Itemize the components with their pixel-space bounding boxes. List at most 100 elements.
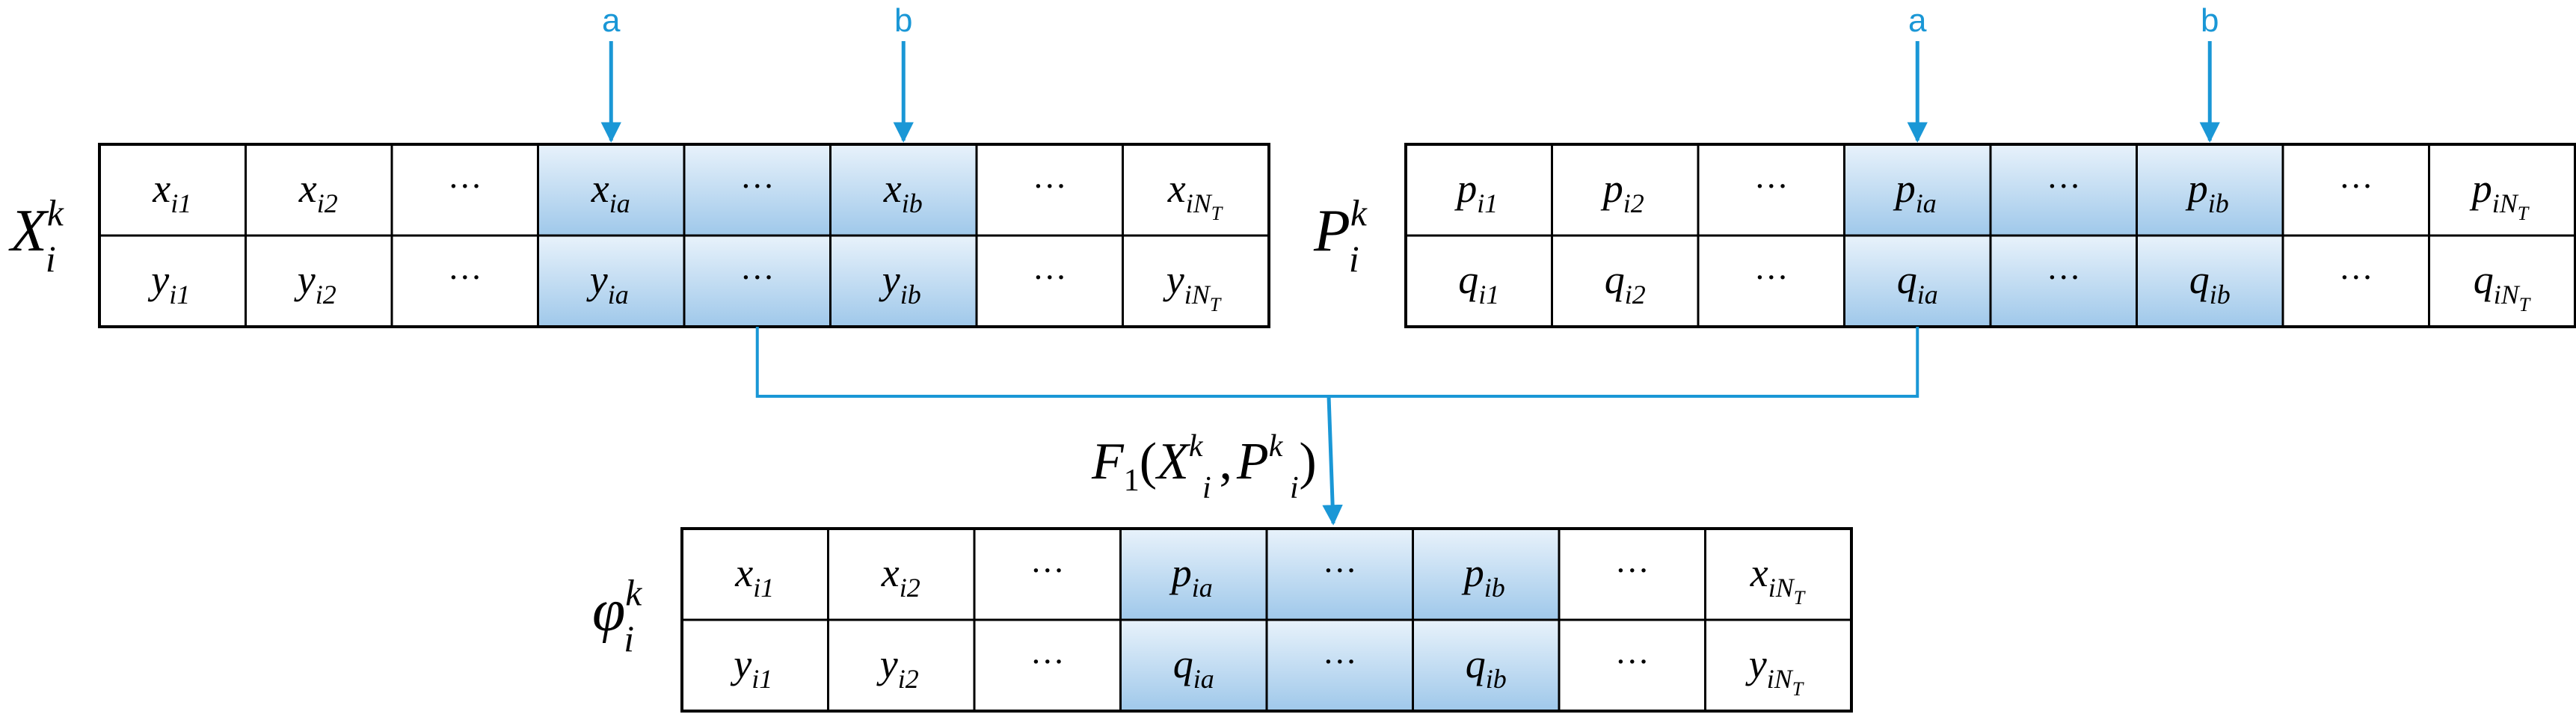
cell-x-r1c2-dots: ··· xyxy=(448,258,482,296)
merge-arrow xyxy=(1322,396,1343,526)
table-cell xyxy=(390,234,539,328)
cell-x-r1c6-dots: ··· xyxy=(1033,258,1067,296)
crossover-connector xyxy=(755,327,1919,526)
table-frame xyxy=(1404,143,2576,328)
cell-p-r1c3-label: qia xyxy=(1897,257,1938,310)
svg-text:i: i xyxy=(1349,239,1359,280)
cell-phi-r1c7-label: yiNT xyxy=(1745,642,1804,700)
cell-phi-r1c0-label: yi1 xyxy=(730,642,772,694)
table-cell xyxy=(1704,618,1853,713)
cell-phi-r0c4-dots: ··· xyxy=(1323,551,1357,589)
cell-p-r1c7-label: qiNT xyxy=(2474,257,2531,316)
cell-p-r0c6-dots: ··· xyxy=(2339,167,2373,205)
table-frame xyxy=(680,527,1853,713)
table-cell xyxy=(98,234,247,328)
cell-x-r0c1-label: xi2 xyxy=(298,166,338,218)
table-cell xyxy=(2428,143,2576,237)
table-cell xyxy=(683,234,831,328)
cell-x-r1c1-label: yi2 xyxy=(294,257,336,310)
table-cell xyxy=(1412,618,1561,713)
table-cell xyxy=(829,143,978,237)
cell-p-r0c3-label: pia xyxy=(1893,166,1937,218)
cell-x-r0c2-dots: ··· xyxy=(448,167,482,205)
cell-p-r1c1-label: qi2 xyxy=(1605,257,1646,310)
pointer-pb: b xyxy=(2199,2,2220,143)
cell-x-r1c5-label: yib xyxy=(879,257,921,310)
table-cell xyxy=(1843,234,1992,328)
cell-phi-r0c1-label: xi2 xyxy=(881,550,920,603)
cell-phi-r1c6-dots: ··· xyxy=(1615,642,1650,680)
table-cell xyxy=(1265,618,1414,713)
cell-phi-r1c3-label: qia xyxy=(1173,642,1214,694)
cell-x-r0c3-label: xia xyxy=(591,166,630,218)
cell-phi-r0c7-label: xiNT xyxy=(1750,550,1806,609)
table-cell xyxy=(245,234,393,328)
table-cell xyxy=(1989,234,2138,328)
cell-p-r0c2-dots: ··· xyxy=(1754,167,1789,205)
function-label: F1(Xk,Pk)i i xyxy=(1091,429,1317,505)
cell-p-r0c5-label: pib xyxy=(2185,166,2229,218)
cell-x-r0c4-dots: ··· xyxy=(740,167,775,205)
pointer-label-xb: b xyxy=(894,2,912,39)
table-cell xyxy=(827,618,976,713)
table-cell xyxy=(2428,234,2576,328)
cell-phi-r0c6-dots: ··· xyxy=(1615,551,1650,589)
table-frame xyxy=(98,143,1270,328)
cell-p-r1c6-dots: ··· xyxy=(2339,258,2373,296)
cell-x-r0c0-label: xi1 xyxy=(152,166,191,218)
cell-x-r0c6-dots: ··· xyxy=(1033,167,1067,205)
pointer-label-pb: b xyxy=(2201,2,2219,39)
cell-phi-r0c3-label: pia xyxy=(1169,550,1213,603)
cell-phi-r1c2-dots: ··· xyxy=(1030,642,1065,680)
cell-p-r1c4-dots: ··· xyxy=(2047,258,2081,296)
cell-p-r0c1-label: pi2 xyxy=(1600,166,1644,218)
cell-x-r0c5-label: xib xyxy=(883,166,923,218)
label-p: Pki xyxy=(1313,192,1368,280)
table-cell xyxy=(973,527,1122,621)
cell-p-r1c0-label: qi1 xyxy=(1458,257,1499,310)
pointer-pa: a xyxy=(1907,2,1928,143)
table-cell xyxy=(975,143,1124,237)
pointer-label-xa: a xyxy=(602,2,621,39)
cell-p-r1c2-dots: ··· xyxy=(1754,258,1789,296)
svg-text:i: i xyxy=(624,618,634,659)
pointer-label-pa: a xyxy=(1908,2,1927,39)
table-cell xyxy=(98,143,247,237)
pointer-xa: a xyxy=(600,2,621,143)
table-cell xyxy=(1122,234,1270,328)
cell-phi-r0c0-label: xi1 xyxy=(734,550,774,603)
cell-p-r1c5-label: qib xyxy=(2189,257,2231,310)
cell-phi-r0c5-label: pib xyxy=(1461,550,1505,603)
cell-p-r0c0-label: pi1 xyxy=(1454,166,1498,218)
cell-x-r1c4-dots: ··· xyxy=(740,258,775,296)
svg-text:F1(Xk,Pk): F1(Xk,Pk) xyxy=(1091,429,1317,498)
table-cell xyxy=(2136,234,2284,328)
table-cell xyxy=(975,234,1124,328)
cell-p-r0c7-label: piNT xyxy=(2469,166,2530,224)
table-cell xyxy=(1558,618,1706,713)
svg-text:φk: φk xyxy=(592,572,642,644)
label-phi: φki xyxy=(592,572,642,659)
label-x: Xki xyxy=(8,192,64,280)
cell-phi-r1c5-label: qib xyxy=(1466,642,1507,694)
table-cell xyxy=(827,527,976,621)
cell-x-r0c7-label: xiNT xyxy=(1167,166,1223,224)
cell-x-r1c3-label: yia xyxy=(586,257,629,310)
cell-p-r0c4-dots: ··· xyxy=(2047,167,2081,205)
cell-phi-r1c4-dots: ··· xyxy=(1323,642,1357,680)
cell-phi-r0c2-dots: ··· xyxy=(1030,551,1065,589)
svg-text:i: i xyxy=(1290,471,1299,505)
cell-x-r1c7-label: yiNT xyxy=(1163,257,1222,316)
table-cell xyxy=(1119,527,1268,621)
table-p: pi1 pi2 ··· pia ··· pib ··· piNT qi1 qi2 ··· qia ···… xyxy=(1404,143,2576,328)
table-cell xyxy=(1122,143,1270,237)
svg-text:Xk: Xk xyxy=(8,192,64,264)
cell-x-r1c0-label: yi1 xyxy=(147,257,190,310)
svg-text:Pk: Pk xyxy=(1313,192,1368,264)
pointer-xb: b xyxy=(893,2,914,143)
table-cell xyxy=(1119,618,1268,713)
svg-text:i: i xyxy=(1202,471,1211,505)
svg-text:i: i xyxy=(46,239,56,280)
